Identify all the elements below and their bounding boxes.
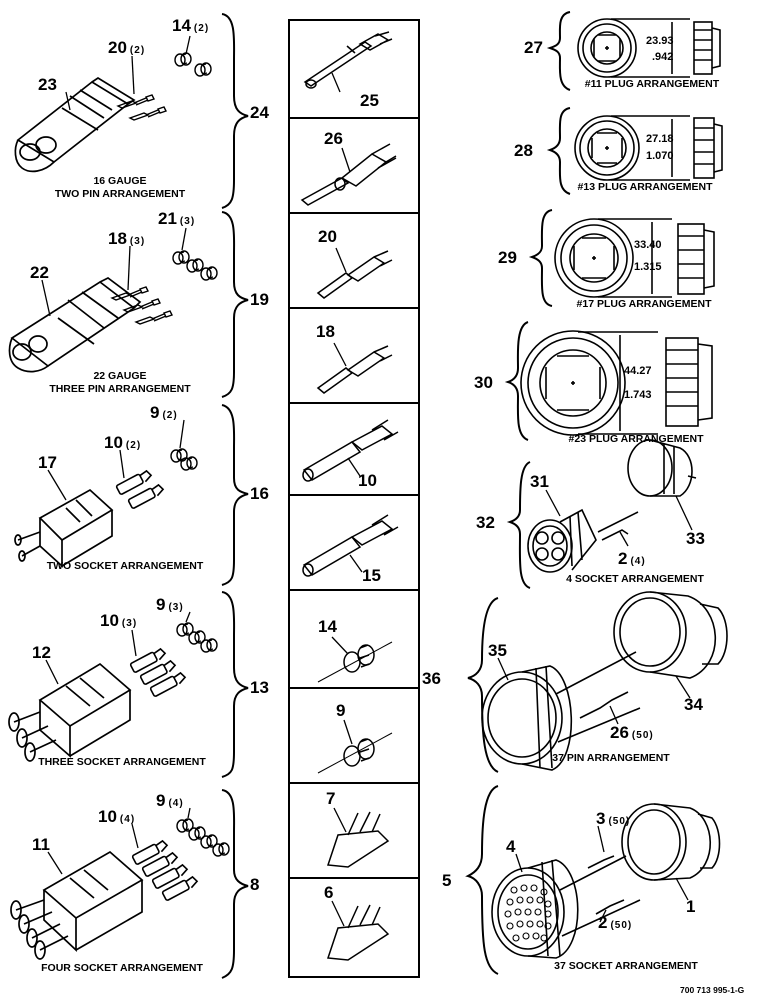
- callout-16: 16: [250, 484, 269, 503]
- part-ref-1: 1: [686, 897, 696, 916]
- caption-8: FOUR SOCKET ARRANGEMENT: [41, 962, 203, 974]
- caption-16: TWO SOCKET ARRANGEMENT: [46, 560, 204, 572]
- callout-13: 13: [250, 678, 269, 697]
- part-ref-14: 14(2): [172, 16, 210, 35]
- part-ref-9-g8: 9(4): [156, 791, 184, 810]
- center-parts: [300, 31, 399, 961]
- caption-36: 37 PIN ARRANGEMENT: [552, 752, 670, 764]
- part-ref-33: 33: [686, 529, 705, 548]
- part-ref-35: 35: [488, 641, 507, 660]
- connector-17: [14, 488, 114, 568]
- part-ref-10-g8: 10(4): [98, 807, 136, 826]
- plug-27: [577, 18, 721, 78]
- center-ref-18: 18: [316, 322, 335, 341]
- part-ref-22: 22: [30, 263, 49, 282]
- part-ref-10-g16: 10(2): [104, 433, 142, 452]
- callout-28: 28: [514, 141, 533, 160]
- dim-27-in: .942: [652, 51, 674, 63]
- connector-12: [8, 662, 132, 762]
- dim-27-mm: 23.93: [646, 35, 674, 47]
- connector-11: [10, 850, 144, 960]
- center-ref-10: 10: [358, 471, 377, 490]
- connector-23: [14, 76, 136, 173]
- callout-27: 27: [524, 38, 543, 57]
- group5-parts: [491, 803, 721, 959]
- group36-parts: [481, 591, 728, 771]
- dim-28-mm: 27.18: [646, 133, 674, 145]
- part-ref-12: 12: [32, 643, 51, 662]
- part-ref-4: 4: [506, 837, 516, 856]
- part-ref-18: 18(3): [108, 229, 146, 248]
- group8-pins: [131, 818, 230, 902]
- part-ref-21: 21(3): [158, 209, 196, 228]
- dim-30-in: 1.743: [624, 389, 652, 401]
- callout-32: 32: [476, 513, 495, 532]
- part-ref-20: 20(2): [108, 38, 146, 57]
- part-ref-17: 17: [38, 453, 57, 472]
- center-leaders: [331, 72, 363, 927]
- caption-5: 37 SOCKET ARRANGEMENT: [554, 960, 698, 972]
- part-ref-26-g36: 26(50): [610, 723, 654, 742]
- caption-32: 4 SOCKET ARRANGEMENT: [566, 573, 704, 585]
- part-ref-11: 11: [32, 835, 50, 854]
- part-ref-9-g16: 9(2): [150, 403, 178, 422]
- center-ref-14: 14: [318, 617, 337, 636]
- callout-24: 24: [250, 103, 269, 122]
- document-number: 700 713 995-1-G: [680, 985, 745, 995]
- group16-pins: [115, 448, 198, 510]
- callout-8: 8: [250, 875, 260, 894]
- dim-29-mm: 33.40: [634, 239, 662, 251]
- center-ref-20: 20: [318, 227, 337, 246]
- center-column-frames: [288, 19, 420, 978]
- left-leaders: [41, 35, 191, 875]
- group32-leaders: [545, 489, 693, 547]
- part-ref-2-g5: 2(50): [598, 913, 633, 932]
- caption-28: #13 PLUG ARRANGEMENT: [577, 181, 713, 193]
- part-ref-3: 3(50): [596, 809, 631, 828]
- center-ref-6: 6: [324, 883, 334, 902]
- dim-29-in: 1.315: [634, 261, 662, 273]
- caption-30: #23 PLUG ARRANGEMENT: [568, 433, 704, 445]
- group13-pins: [129, 622, 218, 698]
- group5-leaders: [515, 825, 689, 923]
- center-ref-26: 26: [324, 129, 343, 148]
- center-ref-7: 7: [326, 789, 336, 808]
- callout-30: 30: [474, 373, 493, 392]
- group32-parts: [527, 439, 697, 573]
- dim-30-mm: 44.27: [624, 365, 652, 377]
- dim-28-in: 1.070: [646, 150, 674, 162]
- callout-19: 19: [250, 290, 269, 309]
- left-braces: [221, 13, 249, 979]
- caption-13: THREE SOCKET ARRANGEMENT: [38, 756, 206, 768]
- plug-28: [574, 115, 723, 181]
- center-ref-15: 15: [362, 566, 381, 585]
- right-braces: [465, 11, 571, 975]
- part-ref-9-g13: 9(3): [156, 595, 184, 614]
- callout-29: 29: [498, 248, 517, 267]
- callout-5: 5: [442, 871, 452, 890]
- part-ref-31: 31: [530, 472, 549, 491]
- part-ref-10-g13: 10(3): [100, 611, 138, 630]
- caption-29: #17 PLUG ARRANGEMENT: [576, 298, 712, 310]
- plug-30: [520, 330, 713, 436]
- caption-27: #11 PLUG ARRANGEMENT: [584, 78, 720, 90]
- part-ref-23: 23: [38, 75, 57, 94]
- part-ref-2-g32: 2(4): [618, 549, 646, 568]
- group36-leaders: [497, 657, 691, 725]
- center-ref-25: 25: [360, 91, 379, 110]
- part-ref-34: 34: [684, 695, 703, 714]
- connector-22: [8, 277, 142, 373]
- callout-36: 36: [422, 669, 441, 688]
- plug-29: [554, 218, 715, 298]
- center-ref-9: 9: [336, 701, 346, 720]
